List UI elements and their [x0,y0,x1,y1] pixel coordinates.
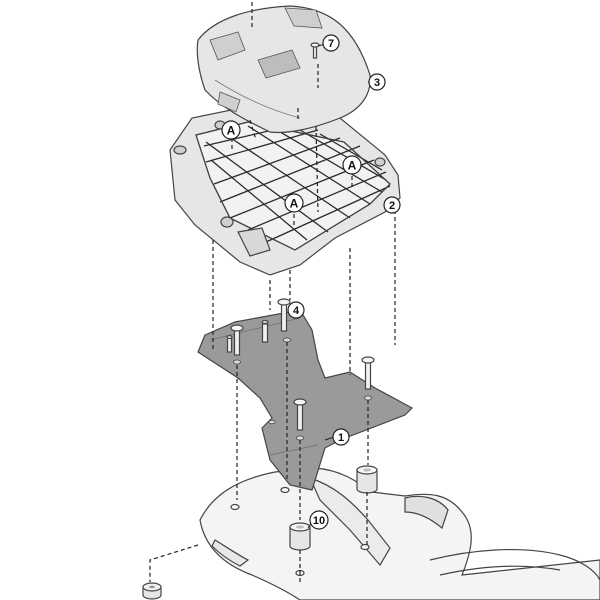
bolt-5 [261,319,269,343]
callout-part-3-text: 3 [374,77,380,89]
motorcycle-rear-frame [199,467,600,600]
flange-nut [142,582,162,600]
callout-part-7: 7 [317,34,340,52]
label-a-right: A [342,155,362,175]
label-a-right-text: A [348,159,357,173]
plate-grid [203,125,391,243]
bolt-4 [293,398,307,431]
label-a-center-text: A [290,197,299,211]
callout-part-1-text: 1 [338,432,344,444]
callout-part-10: 10 [307,510,329,530]
bolt-3 [361,356,375,390]
assembly-guide-lines [149,2,396,585]
callout-part-4: 4 [287,301,305,319]
callout-part-1: 1 [324,428,350,446]
spacer-rear [356,465,378,494]
bolt-6 [226,335,233,353]
label-a-left: A [221,120,241,140]
callout-part-2-text: 2 [389,200,395,212]
callout-part-2: 2 [383,196,401,214]
spacer-front [289,522,311,551]
bolt-2 [277,298,291,332]
callout-part-10-text: 10 [313,515,325,527]
label-a-center: A [284,193,304,213]
callout-part-3: 3 [368,73,386,91]
callout-part-7-text: 7 [328,38,334,50]
monolock-base-plate [169,99,401,276]
screw [310,42,320,59]
label-a-left-text: A [227,124,236,138]
callout-part-4-text: 4 [293,305,300,317]
bolt-1 [230,324,244,356]
